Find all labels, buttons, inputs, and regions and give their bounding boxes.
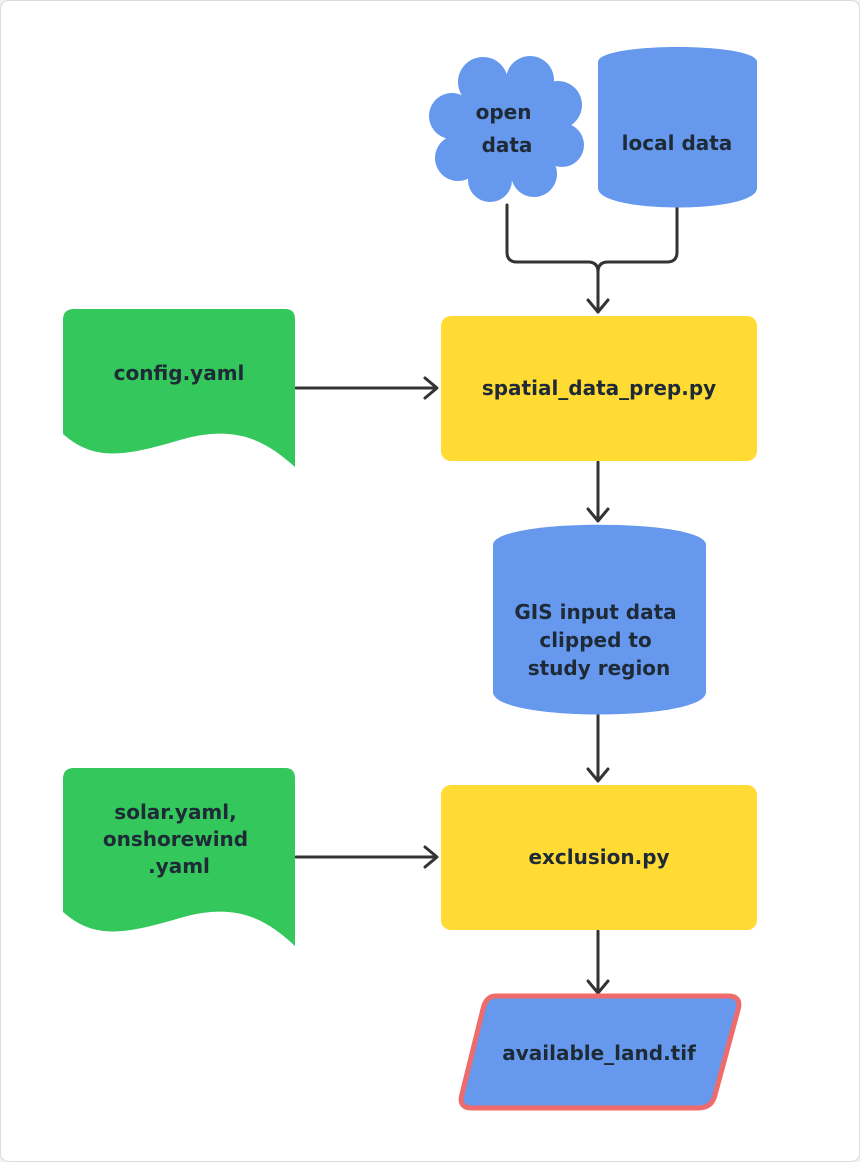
node-open-data[interactable]: open data — [429, 56, 584, 202]
config-yaml-label-line: config.yaml — [114, 361, 245, 385]
open-data-label-line: data — [482, 133, 533, 157]
arrowhead-exclusion-top — [586, 767, 610, 783]
solar-yaml-label-line: solar.yaml, — [114, 800, 236, 824]
cloud-shape — [429, 56, 584, 202]
document-shape — [63, 309, 295, 467]
local-data-label-line: local data — [622, 131, 733, 155]
arrowhead-spatial-data-prep-top — [586, 298, 610, 314]
document-shape — [63, 768, 295, 946]
parallelogram-shape — [458, 993, 742, 1111]
config-yaml-label: config.yaml — [114, 361, 245, 385]
process-shape — [441, 316, 757, 461]
node-solar-yaml[interactable]: solar.yaml, onshorewind .yaml — [63, 768, 295, 946]
process-shape — [441, 785, 757, 930]
gis-input-label-line: study region — [528, 656, 671, 680]
edges — [294, 203, 679, 995]
solar-yaml-label: solar.yaml, onshorewind .yaml — [103, 800, 255, 878]
node-local-data[interactable]: local data — [598, 47, 757, 208]
cylinder-shape — [493, 524, 706, 715]
open-data-label-line: open — [476, 100, 532, 124]
spatial-data-prep-label-line: spatial_data_prep.py — [482, 376, 716, 400]
gis-input-label-line: GIS input data — [514, 600, 676, 624]
exclusion-label: exclusion.py — [528, 845, 669, 869]
available-land-label-line: available_land.tif — [502, 1041, 696, 1065]
spatial-data-prep-label: spatial_data_prep.py — [482, 376, 716, 400]
arrowhead-exclusion-left — [423, 845, 439, 869]
exclusion-label-line: exclusion.py — [528, 845, 669, 869]
gis-input-label-line: clipped to — [539, 628, 651, 652]
node-gis-input[interactable]: GIS input data clipped to study region — [493, 524, 706, 715]
solar-yaml-label-line: .yaml — [148, 854, 210, 878]
node-exclusion[interactable]: exclusion.py — [441, 785, 757, 930]
arrowhead-spatial-data-prep-left — [423, 376, 439, 400]
solar-yaml-label-line: onshorewind — [103, 827, 248, 851]
cylinder-shape — [598, 47, 757, 208]
open-data-label: open data — [476, 100, 539, 157]
node-spatial-data-prep[interactable]: spatial_data_prep.py — [441, 316, 757, 461]
gis-input-label: GIS input data clipped to study region — [514, 600, 683, 680]
node-config-yaml[interactable]: config.yaml — [63, 309, 295, 467]
arrowhead-gis-input-top — [586, 507, 610, 523]
local-data-label: local data — [622, 131, 733, 155]
edge-local-data-to-spatial-data-prep — [596, 206, 679, 274]
available-land-label: available_land.tif — [502, 1041, 696, 1065]
node-available-land[interactable]: available_land.tif — [458, 993, 742, 1111]
arrowhead-available-land-top — [586, 979, 610, 995]
